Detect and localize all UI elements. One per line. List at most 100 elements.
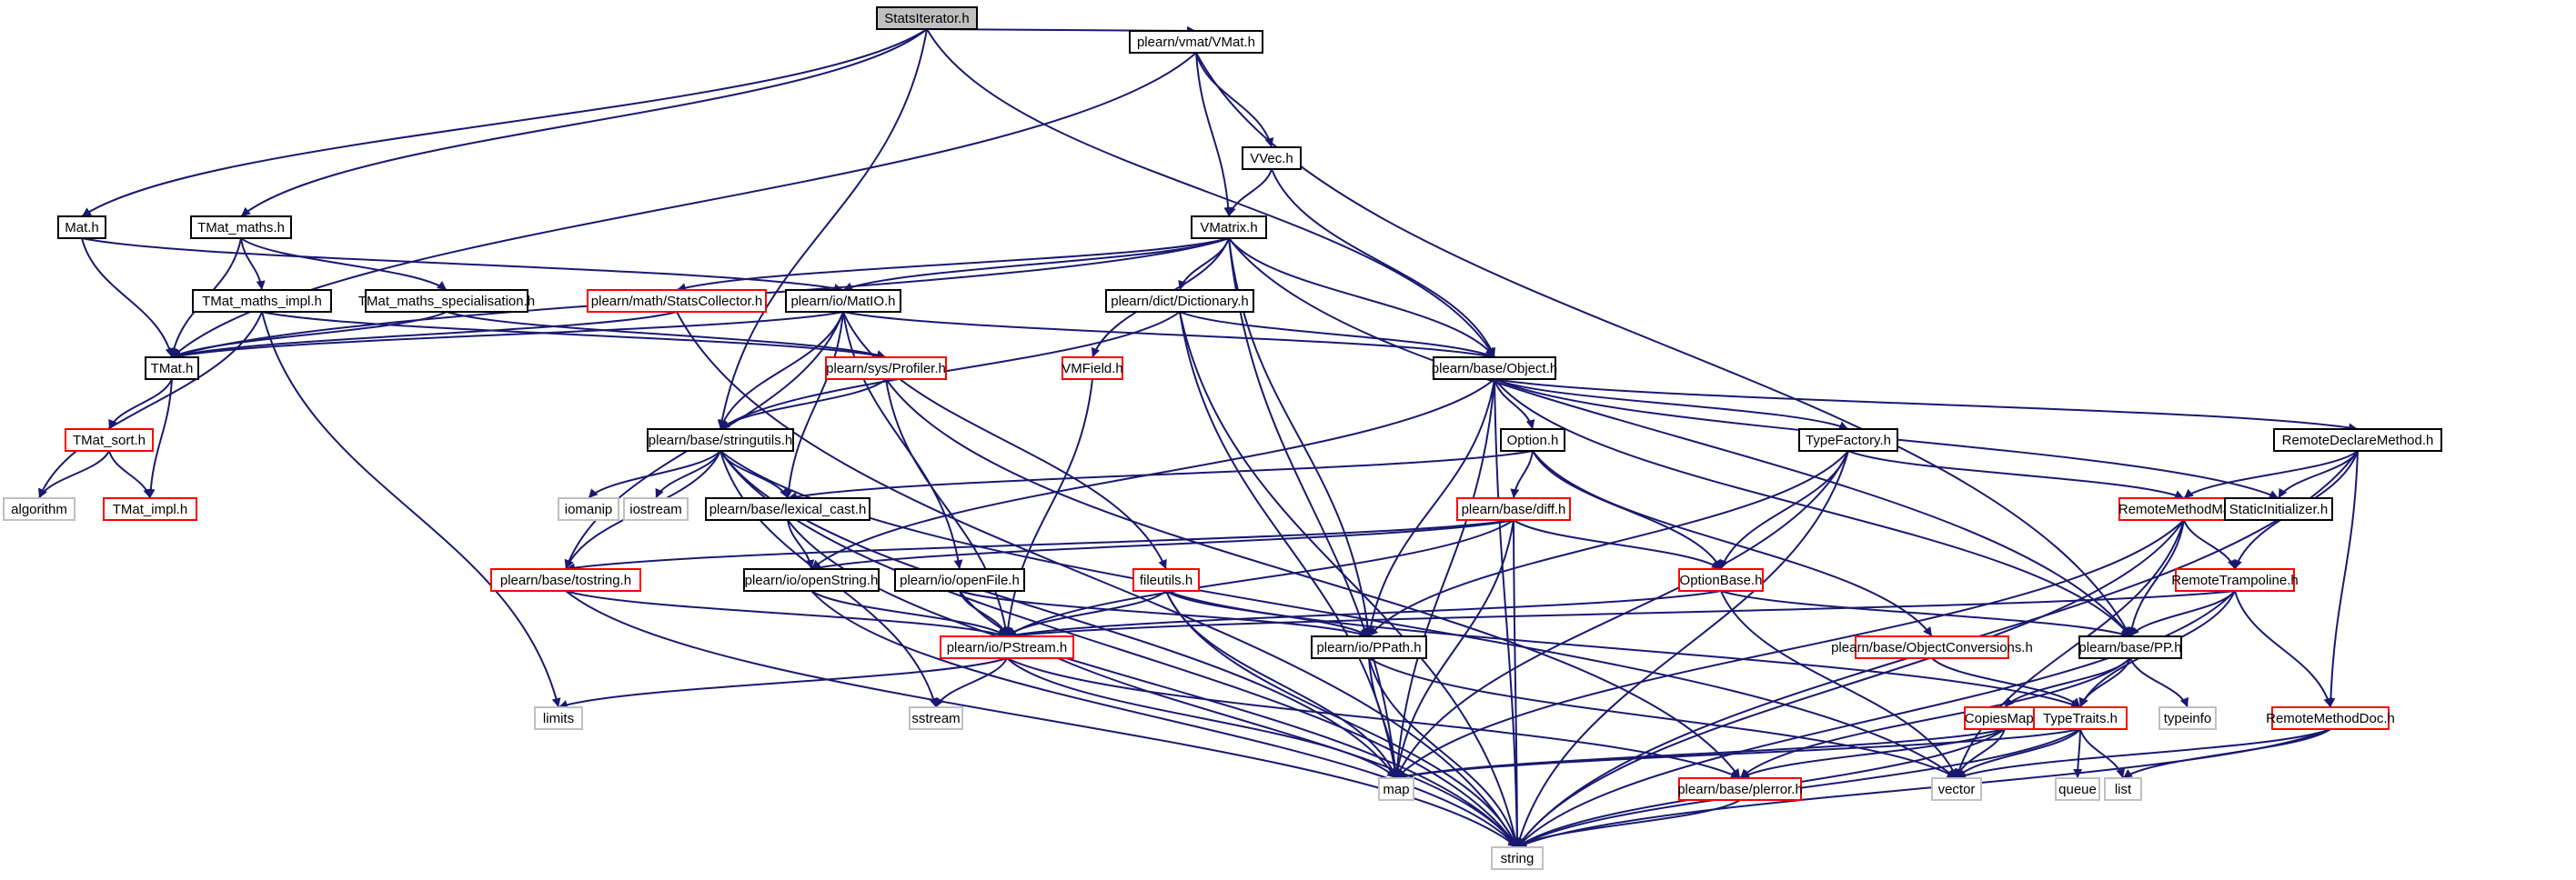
edge-object-to-option [1494,378,1535,430]
node-staticinit[interactable]: StaticInitializer.h [2224,497,2333,521]
node-diff[interactable]: plearn/base/diff.h [1456,497,1571,521]
edge-option-to-diff [1510,450,1534,499]
edge-vmat-to-vmatrix [1195,52,1233,217]
edge-optionbase-to-pp [1720,590,2131,638]
node-box [894,568,1025,592]
edge-statsiterator-to-stringutils [717,28,928,430]
edge-profiler-to-stringutils [719,378,887,430]
node-remotedeclare[interactable]: RemoteDeclareMethod.h [2273,428,2442,452]
edge-lexical_cast-to-openstring [787,519,815,570]
node-tmat-maths[interactable]: TMat_maths.h [190,215,292,239]
node-box [2224,497,2333,521]
node-label: plearn/io/openFile.h [900,573,1020,588]
node-profiler[interactable]: plearn/sys/Profiler.h [825,356,947,380]
edge-pp-to-typeinfo [2129,657,2189,708]
node-box [940,635,1074,659]
node-tmat-maths-spec[interactable]: TMat_maths_specialisation.h [358,289,535,313]
node-statscollector[interactable]: plearn/math/StatsCollector.h [587,289,767,313]
node-algorithm: algorithm [3,497,75,521]
node-label: TypeFactory.h [1806,433,1891,448]
node-objconv[interactable]: plearn/base/ObjectConversions.h [1831,635,2033,659]
node-plerror[interactable]: plearn/base/plerror.h [1677,777,1803,801]
node-remotetrampoline[interactable]: RemoteTrampoline.h [2171,568,2299,592]
node-label: typeinfo [2164,711,2212,726]
node-typefactory[interactable]: TypeFactory.h [1798,428,1898,452]
node-box [1964,706,2046,730]
node-pstream[interactable]: plearn/io/PStream.h [940,635,1074,659]
edge-statsiterator-to-object [926,28,1495,358]
node-lexical-cast[interactable]: plearn/base/lexical_cast.h [705,497,870,521]
node-vvec[interactable]: VVec.h [1242,146,1302,170]
node-box [876,6,978,30]
node-mat[interactable]: Mat.h [57,215,106,239]
node-typetraits[interactable]: TypeTraits.h [2033,706,2128,730]
node-label: OptionBase.h [1680,573,1763,588]
node-label: StaticInitializer.h [2229,502,2328,517]
node-box [1931,777,1982,801]
node-copiesmap[interactable]: CopiesMap.h [1964,706,2046,730]
edge-remotetrampoline-to-pstream [1006,590,2236,640]
node-tmat-impl[interactable]: TMat_impl.h [103,497,197,521]
node-vmatrix[interactable]: VMatrix.h [1191,215,1267,239]
node-openstring[interactable]: plearn/io/openString.h [743,568,880,592]
edge-matio-to-lexical_cast [784,311,844,499]
edge-mat-to-matio [81,237,844,293]
node-optionbase[interactable]: OptionBase.h [1678,568,1764,592]
edge-dictionary-to-object [1179,311,1495,358]
edge-diff-to-map [1393,519,1514,779]
header-nodes: StatsIterator.h plearn/vmat/VMat.hVVec.hV… [3,6,2442,870]
edge-remotemethodmap-to-vector [1955,519,2185,779]
node-label: plearn/base/plerror.h [1677,782,1803,797]
node-label: plearn/base/tostring.h [500,573,631,588]
node-label: StatsIterator.h [884,11,969,26]
edge-matio-to-openfile [842,311,963,570]
node-matio[interactable]: plearn/io/MatIO.h [785,289,901,313]
node-ppath[interactable]: plearn/io/PPath.h [1311,635,1427,659]
node-box [1678,777,1802,801]
edge-optionbase-to-pstream [1006,590,1722,640]
edge-object-to-string [1494,378,1522,848]
edge-ppath-to-string [1368,657,1520,848]
node-box [909,706,963,730]
node-box [2078,635,2182,659]
node-tmat-maths-impl[interactable]: TMat_maths_impl.h [192,289,332,313]
node-vmat[interactable]: plearn/vmat/VMat.h [1129,30,1263,54]
node-map: map [1378,777,1414,801]
edge-stringutils-to-string [719,450,1518,848]
edge-tmat_maths_impl-to-profiler [261,311,887,360]
edge-remotemethodmap-to-string [1516,519,2185,848]
node-tmat[interactable]: TMat.h [145,356,199,380]
node-stringutils[interactable]: plearn/base/stringutils.h [647,428,794,452]
node-dictionary[interactable]: plearn/dict/Dictionary.h [1105,289,1254,313]
edge-diff-to-pstream [1006,519,1514,637]
edge-openstring-to-pstream [810,590,1008,637]
node-statsiterator[interactable]: StatsIterator.h [876,6,978,30]
node-fileutils[interactable]: fileutils.h [1132,568,1200,592]
edge-vmatrix-to-pp [1228,237,2131,637]
edge-tmat_sort-to-tmat_impl [108,450,153,499]
node-label: TMat_maths_specialisation.h [358,294,535,309]
node-tostring[interactable]: plearn/base/tostring.h [490,568,641,592]
node-label: queue [2058,782,2097,797]
edge-object-to-pp [1494,378,2131,637]
edge-typefactory-to-string [1514,450,1849,848]
node-box [192,289,332,313]
edge-vmatrix-to-object [1228,237,1495,358]
edge-vvec-to-object [1271,168,1495,358]
edge-tmat_maths_impl-to-algorithm [38,311,263,499]
edge-openstring-to-string [810,590,1518,848]
edge-remotemethoddoc-to-vector [1956,728,2331,780]
edge-object-to-typefactory [1494,378,1849,430]
node-box [1062,356,1123,380]
node-pp[interactable]: plearn/base/PP.h [2078,635,2182,659]
node-tmat-sort[interactable]: TMat_sort.h [65,428,154,452]
node-box [365,289,528,313]
node-option[interactable]: Option.h [1500,428,1565,452]
node-box [1378,777,1414,801]
node-label: list [2115,782,2132,797]
node-object[interactable]: plearn/base/Object.h [1432,356,1557,380]
node-label: plearn/io/MatIO.h [790,294,895,309]
node-openfile[interactable]: plearn/io/openFile.h [894,568,1025,592]
node-remotemethoddoc[interactable]: RemoteMethodDoc.h [2266,706,2395,730]
node-vmfield[interactable]: VMField.h [1062,356,1123,380]
